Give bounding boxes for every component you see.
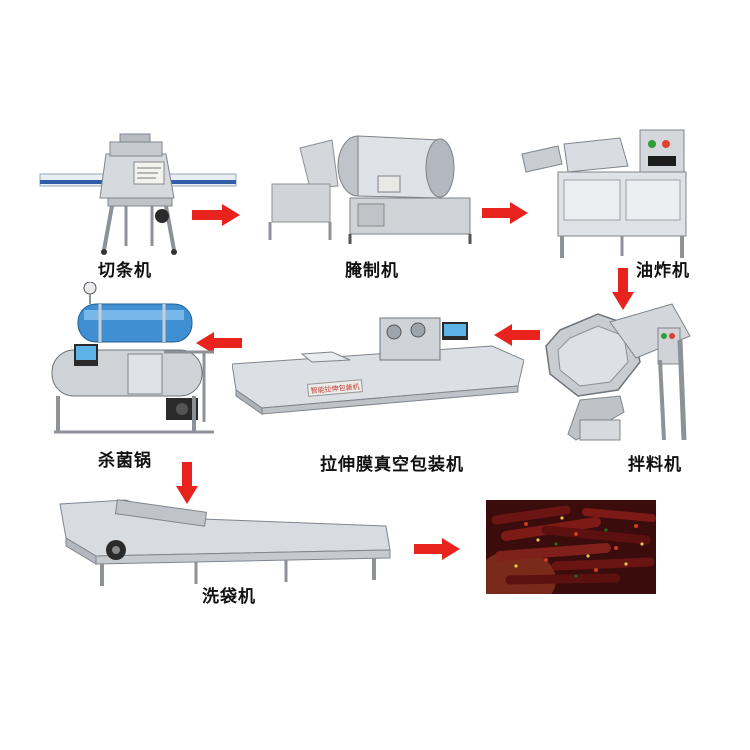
cutter-label: 切条机 xyxy=(98,261,152,281)
mixer-label: 拌料机 xyxy=(628,455,682,475)
flow-arrow-right-icon xyxy=(482,202,528,224)
flow-arrow-down-icon xyxy=(612,268,634,310)
flow-arrow-right-icon xyxy=(414,538,460,560)
flow-arrow-down-icon xyxy=(176,462,198,504)
washer-label: 洗袋机 xyxy=(202,587,256,607)
flow-arrow-right-icon xyxy=(192,204,240,226)
vacuum-tumbler-icon xyxy=(250,128,480,248)
spicy-beef-jerky-photo-icon xyxy=(486,500,656,594)
strip-cutting-machine-icon xyxy=(38,128,238,258)
fryer-machine-icon xyxy=(518,126,698,264)
flow-arrow-left-icon xyxy=(494,324,540,346)
packer-plate-text: 智能拉伸包装机 xyxy=(310,382,360,395)
bag-washing-machine-icon xyxy=(56,492,394,590)
flow-arrow-left-icon xyxy=(196,332,242,354)
fryer-label: 油炸机 xyxy=(636,261,690,281)
sterilizer-label: 杀菌锅 xyxy=(98,451,152,471)
octagonal-seasoning-mixer-icon xyxy=(540,300,700,446)
packer-label: 拉伸膜真空包装机 xyxy=(320,455,464,475)
marinator-label: 腌制机 xyxy=(345,261,399,281)
sterilization-retort-icon xyxy=(44,282,220,440)
vacuum-packaging-machine-icon: 智能拉伸包装机 xyxy=(232,304,524,416)
